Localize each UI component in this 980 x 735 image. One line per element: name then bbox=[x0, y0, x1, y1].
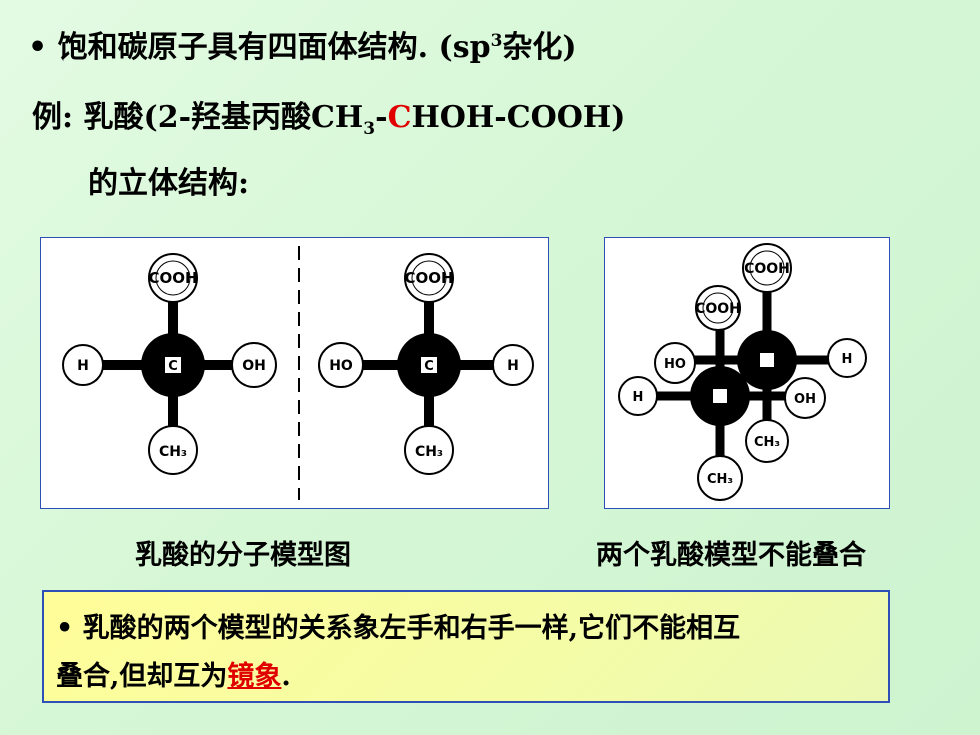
caption-left: 乳酸的分子模型图 bbox=[135, 540, 351, 571]
heading-line-1: • 饱和碳原子具有四面体结构. (sp3杂化) bbox=[28, 22, 577, 66]
molecule-right: COOH HO H CH₃ C bbox=[318, 253, 534, 475]
summary-line-1-text: 乳酸的两个模型的关系象左手和右手一样,它们不能相互 bbox=[82, 613, 741, 644]
c-label: C bbox=[424, 359, 434, 374]
ho-label: HO bbox=[329, 358, 353, 374]
summary-line-2: 叠合,但却互为镜象. bbox=[56, 654, 291, 693]
cooh-label: COOH bbox=[744, 261, 790, 277]
h-label: H bbox=[507, 358, 519, 374]
summary-box: • 乳酸的两个模型的关系象左手和右手一样,它们不能相互 叠合,但却互为镜象. bbox=[42, 590, 890, 703]
mirror-image-link[interactable]: 镜象 bbox=[227, 661, 282, 692]
ch3-atom bbox=[404, 425, 454, 475]
caption-right: 两个乳酸模型不能叠合 bbox=[596, 540, 866, 571]
c-label: C bbox=[168, 359, 178, 374]
line1-text-a: 饱和碳原子具有四面体结构. (sp bbox=[57, 30, 491, 65]
ho-label: HO bbox=[664, 357, 686, 372]
ch3-label: CH₃ bbox=[415, 444, 443, 460]
oh-label: OH bbox=[242, 358, 266, 374]
h-label: H bbox=[77, 358, 89, 374]
mirror-models-figure: COOH H OH CH₃ C COOH HO H CH₃ C bbox=[62, 246, 534, 500]
overlap-models-panel: COOH HO H CH₃ COOH H OH CH₃ bbox=[604, 237, 890, 509]
ch3-label: CH₃ bbox=[707, 472, 733, 487]
cooh-atom bbox=[695, 285, 741, 331]
h-atom bbox=[62, 344, 104, 386]
oh-atom bbox=[784, 377, 826, 419]
cooh-label: COOH bbox=[404, 269, 453, 287]
h-label: H bbox=[633, 390, 644, 405]
cooh-label: COOH bbox=[148, 269, 197, 287]
line2-text-c: HOH-COOH) bbox=[411, 100, 626, 135]
summary-period: . bbox=[281, 661, 291, 692]
summary-line-2-text: 叠合,但却互为 bbox=[56, 661, 228, 692]
oh-atom bbox=[231, 342, 277, 388]
line1-text-b: 杂化) bbox=[502, 30, 577, 65]
line2-text-a: 例: 乳酸(2-羟基丙酸CH bbox=[32, 100, 364, 135]
ch3-atom bbox=[697, 455, 743, 501]
example-line: 例: 乳酸(2-羟基丙酸CH3-CHOH-COOH) bbox=[32, 92, 625, 139]
summary-line-1: • 乳酸的两个模型的关系象左手和右手一样,它们不能相互 bbox=[56, 606, 740, 645]
overlap-models-figure: COOH HO H CH₃ COOH H OH CH₃ bbox=[618, 243, 867, 501]
h-label: H bbox=[842, 352, 853, 367]
bullet: • bbox=[28, 30, 48, 65]
molecule-left: COOH H OH CH₃ C bbox=[62, 253, 277, 475]
ch3-atom bbox=[148, 425, 198, 475]
molecule-back: COOH HO H CH₃ bbox=[654, 243, 867, 463]
line1-sup: 3 bbox=[490, 31, 503, 51]
ho-atom bbox=[654, 342, 696, 384]
mirror-models-panel: COOH H OH CH₃ C COOH HO H CH₃ C bbox=[40, 237, 549, 509]
stereo-structure-label: 的立体结构: bbox=[88, 166, 250, 201]
ch3-atom bbox=[745, 419, 789, 463]
h-atom bbox=[618, 376, 658, 416]
ch3-label: CH₃ bbox=[159, 444, 187, 460]
h-atom bbox=[492, 344, 534, 386]
ch3-label: CH₃ bbox=[754, 435, 780, 450]
bullet: • bbox=[56, 613, 74, 644]
chiral-carbon-label: C bbox=[387, 100, 412, 135]
h-atom bbox=[827, 338, 867, 378]
oh-label: OH bbox=[794, 392, 816, 407]
ho-atom bbox=[318, 342, 364, 388]
line2-text-b: - bbox=[375, 100, 388, 135]
line2-sub: 3 bbox=[363, 119, 376, 139]
molecule-front: COOH H OH CH₃ bbox=[618, 285, 826, 501]
cooh-label: COOH bbox=[695, 301, 741, 317]
